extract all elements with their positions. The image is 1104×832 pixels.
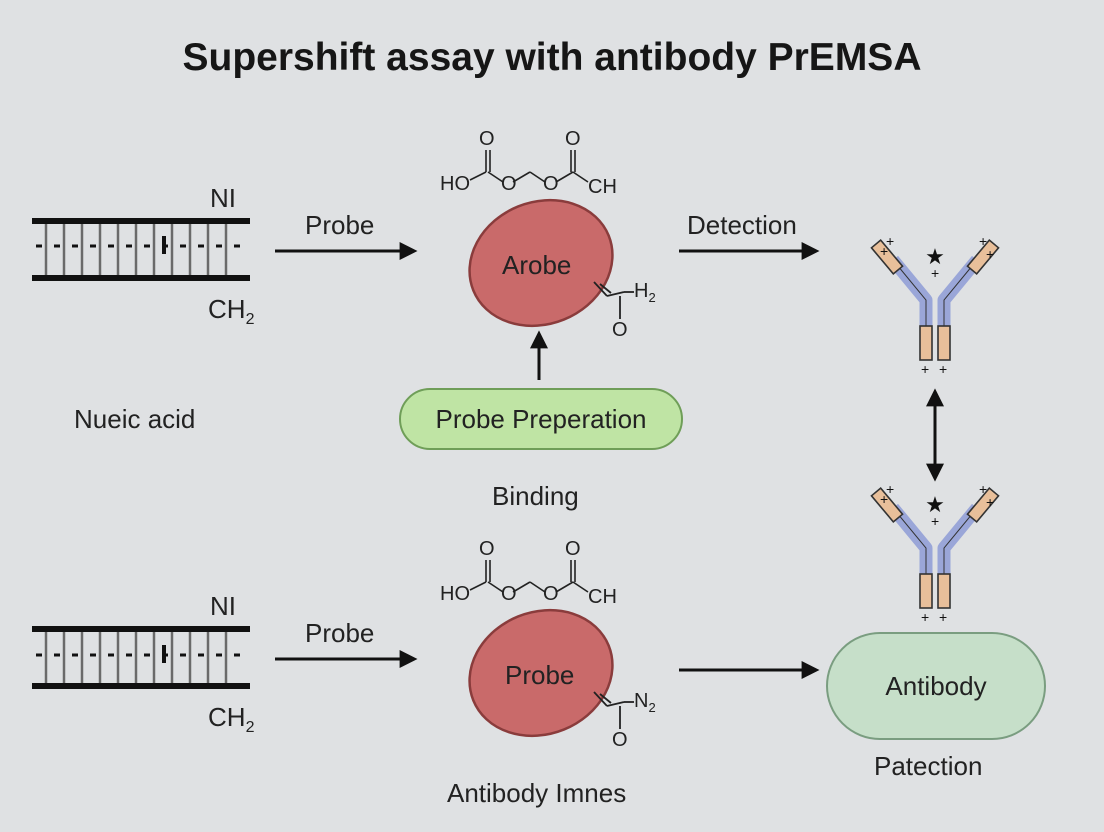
antibody-bottom-star: ★ xyxy=(925,492,945,517)
binding-label: Binding xyxy=(492,481,579,511)
antibody-top-plus: + xyxy=(986,246,994,262)
nucleic-label-bottom-sub: 2 xyxy=(245,311,255,329)
dna-ladder-bottom xyxy=(32,626,250,689)
antibody-box-label: Antibody xyxy=(885,670,987,701)
probe-group-bottom-text: N xyxy=(634,690,649,712)
nucleic-label-bottom-2-sub: 2 xyxy=(245,719,255,737)
nucleic-caption: Nueic acid xyxy=(74,404,196,434)
molecule-o-bottom-1: O xyxy=(479,538,495,560)
molecule-o-bottom-4: O xyxy=(565,538,581,560)
antibody-bottom-plus: + xyxy=(986,494,994,510)
molecule-o-bottom-3: O xyxy=(543,583,559,605)
molecule-ho-top: HO xyxy=(440,173,470,195)
arrow-label-detection: Detection xyxy=(687,210,797,240)
antibody-bottom-plus: + xyxy=(921,609,929,625)
antibody-bottom xyxy=(870,486,1000,609)
probe-group-top: H2 xyxy=(634,280,656,305)
probe-o-top: O xyxy=(612,319,628,341)
antibody-top xyxy=(870,238,1000,361)
probe-group-top-sub: 2 xyxy=(648,290,656,305)
probe-group-bottom: N2 xyxy=(634,690,656,715)
antibody-bottom-plus: + xyxy=(880,491,888,507)
molecule-o-top-3: O xyxy=(543,173,559,195)
probe-label-bottom: Probe xyxy=(505,660,575,690)
molecule-ch-bottom: CH xyxy=(588,586,617,608)
antibody-bottom-plus: + xyxy=(931,513,939,529)
antibody-bottom-plus: + xyxy=(979,481,987,497)
nucleic-label-bottom-2: CH2 xyxy=(208,702,254,737)
molecule-structure-top xyxy=(469,150,589,183)
probe-group-top-text: H xyxy=(634,280,649,302)
antibody-top-plus: + xyxy=(979,233,987,249)
molecule-ch-top: CH xyxy=(588,176,617,198)
nucleic-label-bottom-2-text: CH xyxy=(208,702,246,732)
probe-o-bottom: O xyxy=(612,729,628,751)
nucleic-label-bottom: CH2 xyxy=(208,294,254,329)
antibody-top-plus: + xyxy=(886,233,894,249)
antibody-top-plus: + xyxy=(939,361,947,377)
probe-preparation-label: Probe Preperation xyxy=(435,403,647,434)
antibody-top-plus: + xyxy=(931,265,939,281)
diagram-title: Supershift assay with antibody PrEMSA xyxy=(182,36,922,79)
probe-ellipse-top xyxy=(468,198,614,328)
probe-group-bottom-sub: 2 xyxy=(648,700,656,715)
antibody-imnes-caption: Antibody Imnes xyxy=(447,778,627,808)
antibody-top-plus: + xyxy=(921,361,929,377)
antibody-top-star: ★ xyxy=(925,244,945,269)
antibody-box: Antibody xyxy=(826,632,1046,740)
nucleic-label-top: NI xyxy=(210,183,236,213)
probe-label-top: Arobe xyxy=(502,250,572,280)
molecule-o-top-2: O xyxy=(501,173,517,195)
molecule-ho-bottom: HO xyxy=(440,583,470,605)
probe-sidechain-bottom xyxy=(593,691,634,729)
arrow-label-probe-bottom: Probe xyxy=(305,618,375,648)
antibody-top-plus: + xyxy=(880,243,888,259)
probe-ellipse-bottom xyxy=(468,608,614,738)
molecule-structure-bottom xyxy=(469,560,589,593)
arrow-label-probe-top: Probe xyxy=(305,210,375,240)
probe-preparation-box: Probe Preperation xyxy=(399,388,683,450)
probe-sidechain-top xyxy=(593,281,634,319)
nucleic-label-top-2: NI xyxy=(210,591,236,621)
patection-caption: Patection xyxy=(874,751,983,781)
molecule-o-top-1: O xyxy=(479,128,495,150)
dna-ladder-top xyxy=(32,218,250,281)
molecule-o-top-4: O xyxy=(565,128,581,150)
molecule-o-bottom-2: O xyxy=(501,583,517,605)
antibody-bottom-plus: + xyxy=(886,481,894,497)
nucleic-label-bottom-text: CH xyxy=(208,294,246,324)
antibody-bottom-plus: + xyxy=(939,609,947,625)
